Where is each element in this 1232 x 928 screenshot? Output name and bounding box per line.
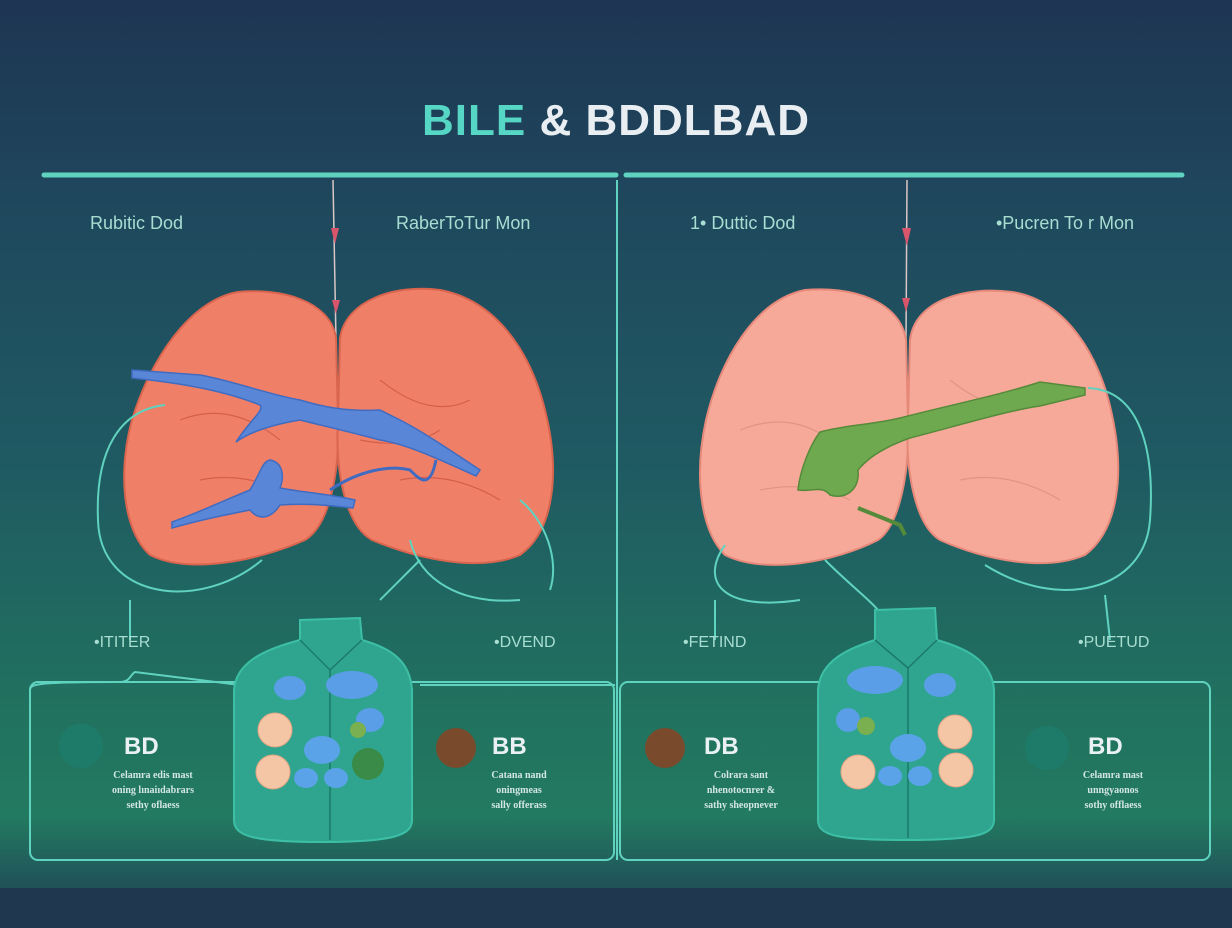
side-label-right: •FETIND bbox=[683, 634, 747, 651]
card-code: BD bbox=[1088, 733, 1123, 760]
cell-icon bbox=[436, 728, 476, 768]
label-right-top: 1• Duttic Dod bbox=[690, 213, 796, 233]
label-left-top: Rubitic Dod bbox=[90, 213, 184, 233]
cell-icon bbox=[645, 728, 685, 768]
duct-icon bbox=[797, 381, 1086, 536]
side-label-left-right: •DVEND bbox=[494, 634, 556, 651]
bottom-band bbox=[0, 888, 1232, 928]
card-description: Celamra edis mast oning lınaiıdabrars se… bbox=[112, 770, 194, 811]
card-description: Colrara sant nhenotocnrer & sathy sheopn… bbox=[704, 770, 778, 811]
side-label-right-right: •PUETUD bbox=[1078, 634, 1150, 651]
bladder-icon bbox=[233, 616, 413, 844]
label-left-top-right: RaberToTur Mon bbox=[396, 213, 531, 233]
organ-icon bbox=[699, 288, 1120, 566]
arrow-down-icon bbox=[902, 179, 911, 341]
card-code: BD bbox=[124, 733, 159, 760]
card-description: Celamra mast unngyaonos sothy offlaess bbox=[1082, 770, 1144, 811]
cell-icon bbox=[59, 724, 103, 768]
card-code: BB bbox=[492, 733, 527, 760]
bladder-icon bbox=[817, 606, 995, 842]
duct-icon bbox=[131, 369, 482, 529]
arrow-down-icon bbox=[331, 179, 340, 341]
card-code: DB bbox=[704, 733, 739, 760]
side-label-left: •ITITER bbox=[94, 634, 151, 651]
cell-icon bbox=[1025, 726, 1069, 770]
page-title: BILE & BDDLBAD bbox=[422, 96, 810, 145]
label-right-top-right: •Pucren To r Mon bbox=[996, 213, 1135, 233]
card-description: Catana nand oningmeas sally offerass bbox=[491, 770, 547, 811]
